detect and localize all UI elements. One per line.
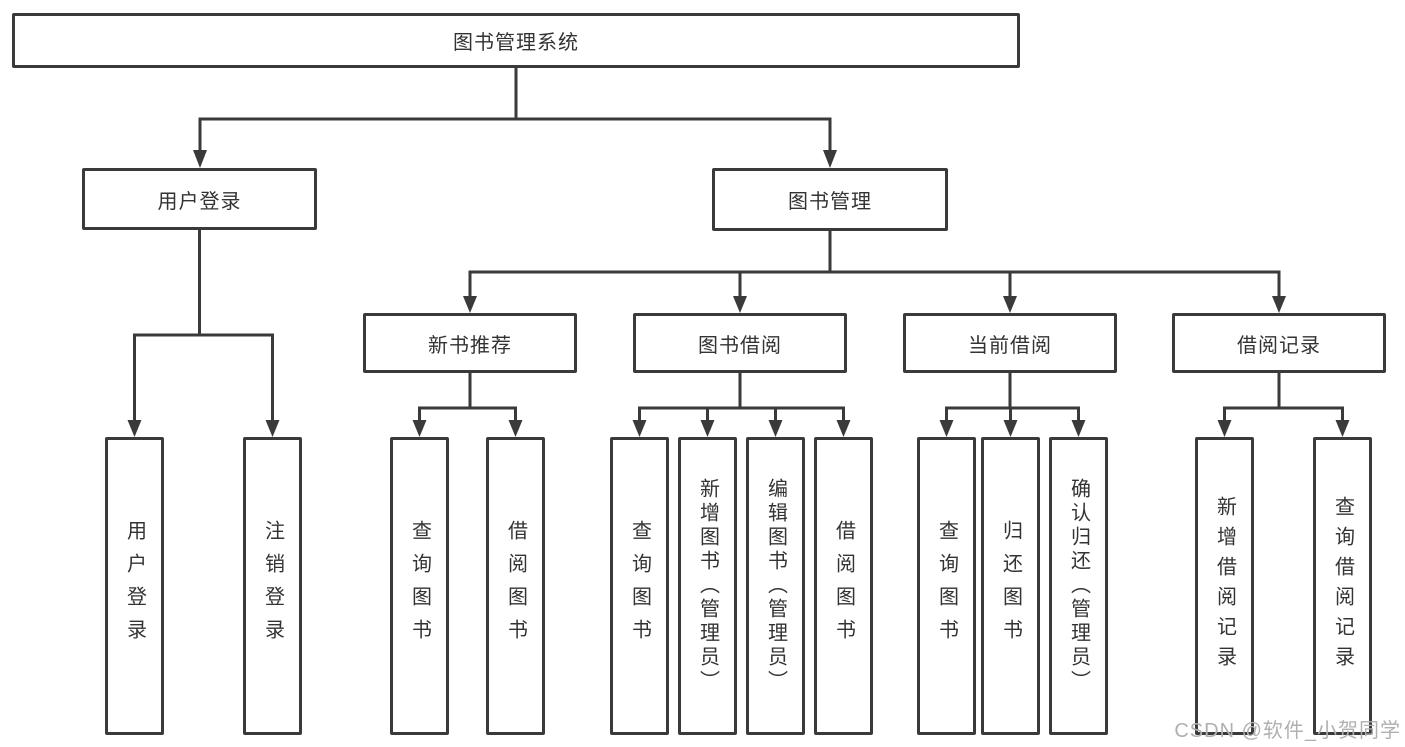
leaf-borrow-add-books-admin: 新增图书（管理员） (678, 437, 737, 735)
leaf-new-book-borrow: 借阅图书 (486, 437, 545, 735)
node-label: 当前借阅 (968, 334, 1052, 357)
node-label: 新增借阅记录 (1213, 496, 1236, 676)
node-label: 用户登录 (123, 520, 146, 652)
node-library-system-root: 图书管理系统 (12, 13, 1020, 68)
node-label: 图书管理 (788, 191, 872, 213)
leaf-new-book-query: 查询图书 (390, 437, 449, 735)
leaf-current-return-books: 归还图书 (981, 437, 1040, 735)
leaf-borrow-books: 借阅图书 (814, 437, 873, 735)
node-borrow-records: 借阅记录 (1172, 313, 1386, 373)
leaf-current-confirm-return-admin: 确认归还（管理员） (1049, 437, 1108, 735)
connector-book-management-branch (463, 231, 1286, 313)
leaf-user-login: 用户登录 (105, 437, 164, 735)
node-label: 用户登录 (157, 190, 242, 213)
leaf-borrow-query-books: 查询图书 (610, 437, 669, 735)
connector-root-to-level2 (193, 68, 837, 168)
node-user-login: 用户登录 (82, 168, 317, 230)
node-label: 查询图书 (935, 520, 958, 652)
connector-user-login-branch (127, 230, 280, 437)
node-book-management: 图书管理 (712, 168, 948, 231)
node-label: 借阅记录 (1237, 334, 1321, 357)
connector-borrow-record-branch (1217, 373, 1350, 437)
node-label: 新书推荐 (428, 334, 512, 357)
node-label: 查询图书 (628, 520, 651, 652)
leaf-borrow-edit-books-admin: 编辑图书（管理员） (746, 437, 805, 735)
watermark-text: CSDN @软件_小贺同学 (1174, 720, 1401, 742)
node-label: 借阅图书 (832, 520, 855, 652)
leaf-record-add: 新增借阅记录 (1195, 437, 1254, 735)
node-label: 查询图书 (408, 520, 431, 652)
node-current-borrow: 当前借阅 (903, 313, 1117, 373)
leaf-current-query-books: 查询图书 (917, 437, 976, 735)
leaf-record-query: 查询借阅记录 (1313, 437, 1372, 735)
node-new-book-recommend: 新书推荐 (363, 313, 577, 373)
node-label: 借阅图书 (504, 520, 527, 652)
leaf-logout: 注销登录 (243, 437, 302, 735)
node-label: 归还图书 (999, 520, 1022, 652)
node-label: 图书管理系统 (453, 32, 579, 54)
node-label: 图书借阅 (698, 334, 782, 357)
node-label: 新增图书（管理员） (696, 478, 719, 694)
node-label: 注销登录 (261, 520, 284, 652)
node-label: 编辑图书（管理员） (764, 478, 787, 694)
connector-current-borrow-branch (939, 373, 1086, 437)
connector-book-borrow-branch (632, 373, 851, 437)
node-label: 确认归还（管理员） (1067, 478, 1090, 694)
node-book-borrow: 图书借阅 (633, 313, 847, 373)
node-label: 查询借阅记录 (1331, 496, 1354, 676)
connector-new-book-branch (412, 373, 523, 437)
